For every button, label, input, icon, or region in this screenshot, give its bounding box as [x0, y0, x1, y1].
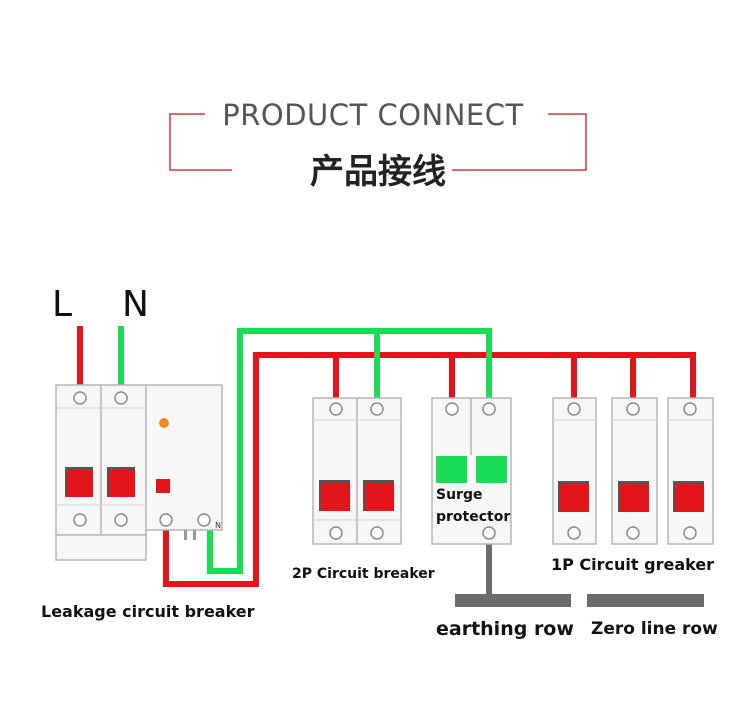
- breaker-1p-a-switch: [560, 484, 589, 512]
- header: PRODUCT CONNECT 产品接线: [169, 98, 587, 192]
- leakage-test-button: [156, 479, 170, 493]
- live-drop-1p-a: [571, 352, 577, 408]
- circuit-breaker-1p-b: [611, 397, 658, 545]
- live-drop-surge: [449, 352, 455, 408]
- leakage-module-body: [145, 384, 223, 531]
- surge-label-line1: Surge: [436, 487, 482, 503]
- circuit-breaker-1p-c: [667, 397, 714, 545]
- breaker-1p-label: 1P Circuit greaker: [551, 555, 714, 574]
- live-input-wire: [77, 326, 83, 398]
- header-title-cn: 产品接线: [310, 152, 446, 192]
- neutral-terminal-mark: N: [215, 521, 221, 530]
- live-drop-2p: [333, 352, 339, 408]
- leakage-terminal-out-l: [159, 513, 173, 527]
- neutral-drop-2p: [374, 328, 380, 408]
- surge-indicator-1: [436, 456, 467, 483]
- surge-indicator-2: [476, 456, 507, 483]
- breaker-2p-switch-1: [321, 483, 350, 511]
- earthing-row-bar: [455, 594, 571, 607]
- phase-label: L: [52, 284, 72, 325]
- leakage-circuit-breaker: N: [55, 384, 223, 561]
- leakage-test-indicator: [159, 418, 169, 428]
- breaker-1p-c-switch: [675, 484, 704, 512]
- leakage-terminal-l-in: [73, 391, 87, 405]
- leakage-switch-2: [109, 470, 135, 497]
- neutral-label: N: [122, 284, 149, 325]
- labels: L N Leakage circuit breaker 2P Circuit b…: [41, 284, 718, 640]
- breaker-1p-b-switch: [620, 484, 649, 512]
- header-title-en: PRODUCT CONNECT: [222, 98, 523, 132]
- leakage-switch-1: [67, 470, 93, 497]
- surge-label-line2: protector: [436, 509, 510, 525]
- leakage-breaker-base: [55, 534, 147, 561]
- neutral-bus-wire: [207, 328, 492, 574]
- zero-line-row-bar: [587, 594, 704, 607]
- breaker-2p-label: 2P Circuit breaker: [292, 566, 435, 582]
- leakage-terminal-n-in: [114, 391, 128, 405]
- live-drop-1p-b: [630, 352, 636, 408]
- circuit-breaker-2p: [312, 397, 402, 545]
- circuit-breaker-1p-a: [552, 397, 597, 545]
- earth-wire: [486, 536, 492, 598]
- leakage-breaker-label: Leakage circuit breaker: [41, 602, 255, 621]
- live-bus-wire: [163, 352, 696, 587]
- wires: [77, 326, 704, 607]
- zero-line-row-label: Zero line row: [591, 619, 718, 639]
- leakage-terminal-out-n: [197, 513, 211, 527]
- surge-protector: [431, 397, 512, 545]
- earthing-row-label: earthing row: [436, 618, 574, 640]
- breaker-2p-switch-2: [365, 483, 394, 511]
- neutral-input-wire: [118, 326, 124, 398]
- header-frame-right: [452, 113, 587, 171]
- header-frame-left: [169, 113, 232, 171]
